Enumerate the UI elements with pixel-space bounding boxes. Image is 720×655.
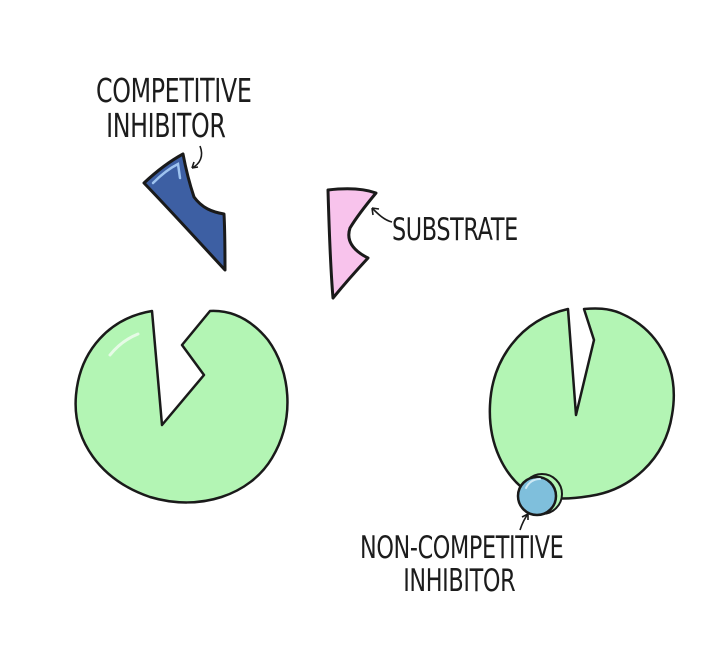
non-competitive-label-line2: INHIBITOR	[403, 562, 516, 599]
substrate-label: SUBSTRATE	[392, 212, 518, 248]
competitive-label-line2: INHIBITOR	[106, 105, 226, 145]
competitive-label-line1: COMPETITIVE	[96, 71, 252, 110]
non-competitive-inhibitor-label: NON-COMPETITIVE INHIBITOR	[360, 530, 564, 599]
enzyme-right-shape	[488, 307, 675, 500]
non-competitive-inhibitor-shape	[516, 473, 563, 517]
competitive-inhibitor-label: COMPETITIVE INHIBITOR	[96, 71, 252, 145]
enzyme-left-shape	[74, 309, 289, 504]
competitive-arrow-icon	[191, 145, 203, 169]
competitive-inhibitor-shape	[142, 152, 227, 272]
non-competitive-label-line1: NON-COMPETITIVE	[360, 530, 564, 566]
substrate-arrow-icon	[371, 207, 393, 223]
substrate-shape	[326, 187, 378, 300]
